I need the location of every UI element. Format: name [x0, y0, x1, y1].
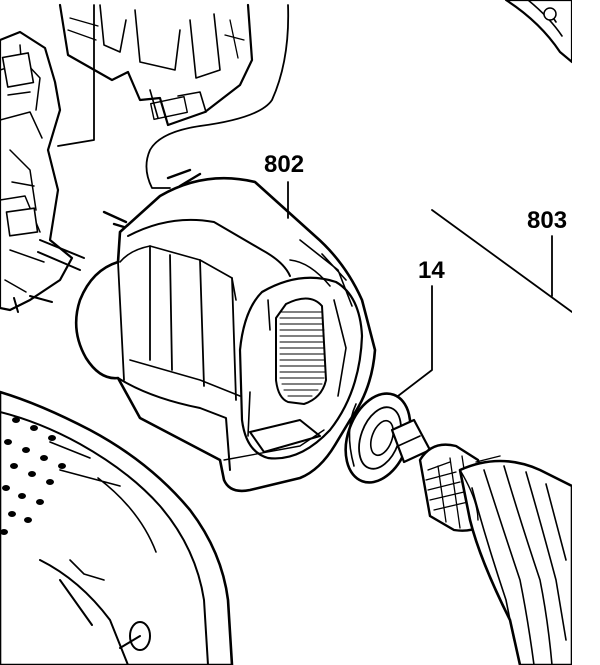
- grip-texture: [0, 417, 66, 535]
- housing-fragment-top-right: [504, 0, 574, 64]
- callout-stator: 802: [264, 151, 304, 178]
- switch-assembly: [0, 3, 290, 313]
- ball-bearing: [344, 392, 412, 484]
- leader-line-bearing: [397, 285, 433, 397]
- right-edge-mask: [572, 0, 600, 665]
- callout-armature: 803: [527, 207, 567, 234]
- leader-lines: [287, 181, 573, 397]
- leader-line-armature: [431, 209, 573, 313]
- stator-field-coil: [74, 168, 377, 493]
- callout-bearing: 14: [418, 257, 445, 284]
- armature-rotor: [390, 418, 574, 665]
- housing-handle: [0, 390, 234, 665]
